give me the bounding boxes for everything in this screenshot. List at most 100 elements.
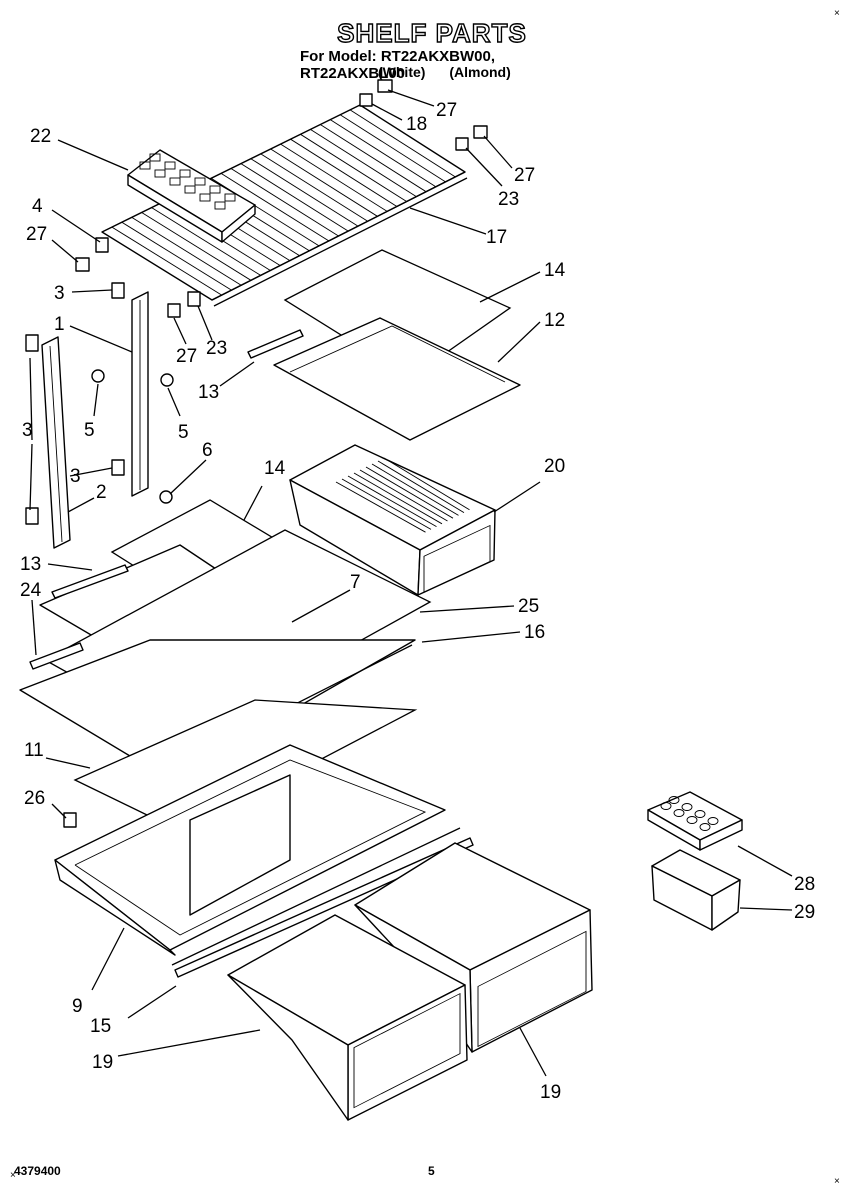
egg-cup [660, 802, 672, 810]
detail-line [329, 119, 437, 188]
detail-line [347, 475, 437, 527]
leader-lines [29, 89, 793, 1077]
trim-13-upper [247, 329, 304, 359]
part-label: 18 [406, 114, 427, 135]
part-label: 19 [92, 1052, 113, 1073]
part-label: 3 [70, 466, 81, 487]
part-label: 6 [202, 440, 213, 461]
detail-line [260, 153, 368, 222]
detail-line [280, 143, 388, 212]
detail-line [339, 114, 446, 183]
ice-cube-cell [164, 161, 176, 170]
detail-line [230, 168, 339, 237]
detail-line [310, 129, 417, 197]
part-label: 29 [794, 902, 815, 923]
detail-line [335, 481, 426, 533]
clip-23-mid [187, 291, 201, 307]
rail-2 [41, 336, 71, 549]
variant-almond: (Almond) [449, 64, 511, 80]
clip-27-mid [167, 303, 181, 318]
meat-drawer-20 [289, 444, 496, 596]
part-label: 27 [514, 165, 535, 186]
detail-line [371, 463, 459, 516]
part-label: 12 [544, 310, 565, 331]
egg-cup [673, 809, 685, 817]
detail-line [365, 466, 454, 519]
clip-27-top [377, 79, 393, 93]
detail-line [240, 163, 349, 232]
part-label: 11 [24, 740, 44, 761]
part-label: 3 [22, 420, 33, 441]
part-label: 5 [178, 422, 189, 443]
part-label: 15 [90, 1016, 111, 1037]
corner-mark: × [10, 1170, 16, 1181]
egg-tray-28 [647, 791, 743, 851]
part-label: 20 [544, 456, 565, 477]
part-label: 7 [350, 572, 361, 593]
detail-line [377, 460, 465, 513]
ice-cube-cell [139, 161, 151, 170]
egg-cup [681, 803, 693, 811]
detail-line [341, 478, 432, 530]
ice-cube-cell [224, 193, 236, 202]
part-label: 23 [498, 189, 519, 210]
part-label: 5 [84, 420, 95, 441]
part-label: 27 [436, 100, 457, 121]
clip-3-mid [111, 459, 125, 476]
clip-26 [63, 812, 77, 828]
ice-cube-cell [154, 169, 166, 178]
detail-line [131, 216, 242, 286]
clip-27-left [75, 257, 90, 272]
part-label: 3 [54, 283, 65, 304]
clip-23-right [455, 137, 469, 151]
egg-bin-29 [651, 849, 741, 931]
part-label: 26 [24, 788, 45, 809]
corner-mark: × [834, 8, 840, 19]
detail-line [270, 148, 378, 217]
part-label: 14 [264, 458, 286, 479]
part-label: 14 [544, 260, 566, 281]
ice-cube-cell [184, 185, 196, 194]
part-label: 2 [96, 482, 107, 503]
crisper-cover-9 [54, 744, 461, 966]
ice-cube-cell [169, 177, 181, 186]
detail-line [250, 158, 359, 227]
part-label: 19 [540, 1082, 561, 1103]
detail-line [290, 138, 398, 207]
part-label: 27 [176, 346, 197, 367]
ice-cube-cell [179, 169, 191, 178]
ice-tray-22 [127, 149, 256, 243]
corner-mark: × [834, 1176, 840, 1187]
ice-cube-cell [149, 153, 161, 162]
part-label: 27 [26, 224, 47, 245]
variant-white: (White) [378, 64, 426, 80]
detail-line [111, 226, 222, 296]
part-label: 1 [54, 314, 65, 335]
part-label: 22 [30, 126, 51, 147]
detail-line [151, 207, 261, 276]
part-label: 4 [32, 196, 43, 217]
egg-cup [668, 796, 680, 804]
detail-line [300, 133, 407, 202]
part-label: 13 [20, 554, 41, 575]
end-caps-3 [25, 334, 39, 525]
detail-line [383, 457, 470, 511]
part-label: 25 [518, 596, 539, 617]
part-label: 23 [206, 338, 227, 359]
detail-line [359, 469, 448, 522]
page-title: SHELF PARTS [336, 17, 527, 48]
detail-line [353, 472, 443, 525]
trim-13-lower [51, 564, 129, 599]
shelf-frame-12 [273, 317, 521, 441]
part-label: 13 [198, 382, 219, 403]
part-label: 9 [72, 996, 83, 1017]
clip-3-top [111, 282, 125, 299]
page-number: 5 [428, 1164, 435, 1178]
part-labels: 27 18 27 23 22 4 27 17 14 3 12 1 27 23 1… [20, 100, 815, 1103]
clip-27-right [473, 125, 488, 139]
ice-cube-cell [209, 185, 221, 194]
ice-cube-cell [214, 201, 226, 210]
rail-1 [131, 291, 149, 497]
part-label: 24 [20, 580, 42, 601]
